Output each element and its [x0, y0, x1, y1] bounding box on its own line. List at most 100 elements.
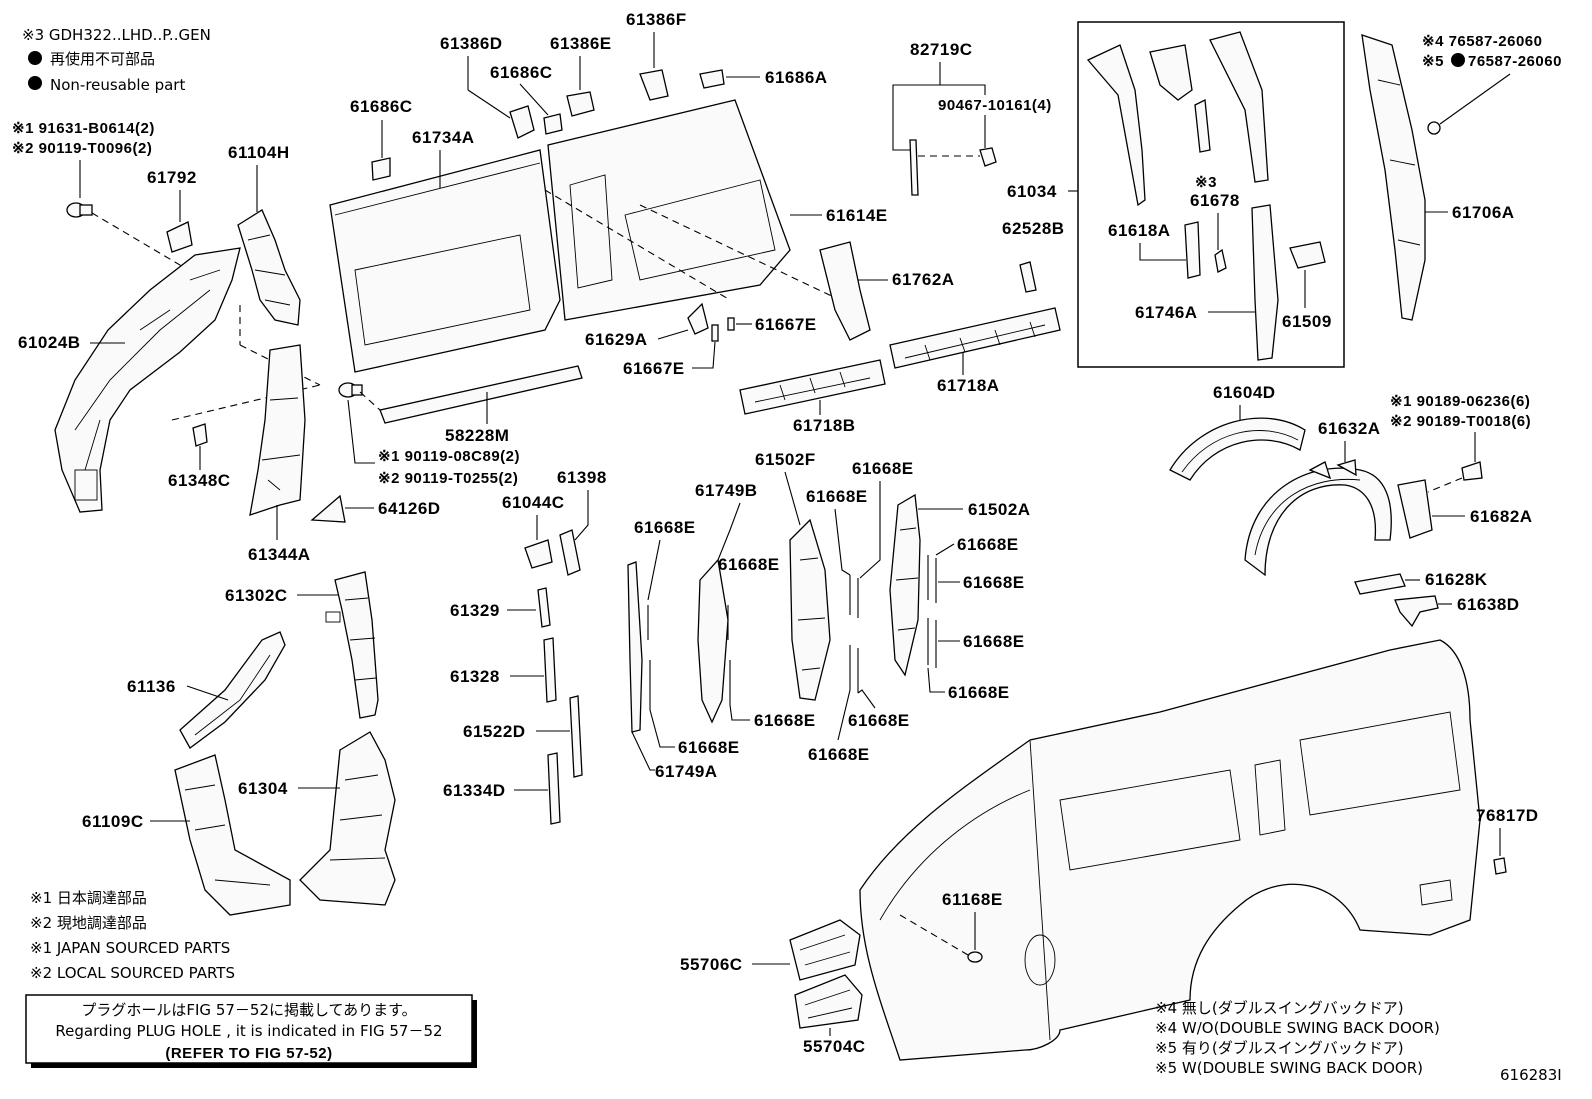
- label-61168E: 61168E: [942, 890, 1003, 909]
- fastener-note: ※2 90119-T0255(2): [378, 470, 518, 487]
- part-61762A: [819, 241, 871, 341]
- part-61628K: [1354, 573, 1406, 595]
- label-61334D: 61334D: [443, 781, 506, 800]
- part-82719C: [909, 139, 997, 196]
- fastener-note: ※2 90189-T0018(6): [1390, 413, 1531, 430]
- legend-line: ※5 W(DOUBLE SWING BACK DOOR): [1155, 1059, 1423, 1077]
- legend-line: ※4 無し(ダブルスイングバックドア): [1155, 999, 1404, 1017]
- footnote: ※1 日本調達部品: [30, 889, 147, 907]
- part-61667E: [711, 324, 719, 342]
- label-61044C: 61044C: [502, 493, 565, 512]
- part-61109C: [174, 754, 291, 916]
- label-61344A: 61344A: [248, 545, 311, 564]
- label-82719C: 82719C: [910, 40, 973, 59]
- header-note-gdh: ※3 GDH322..LHD..P..GEN: [22, 26, 211, 44]
- fastener-note: ※4 76587-26060: [1422, 33, 1543, 50]
- footnote: ※2 LOCAL SOURCED PARTS: [30, 964, 235, 982]
- clip-note: 90467-10161(4): [938, 97, 1052, 114]
- label-61749B: 61749B: [695, 481, 758, 500]
- refer-box-en: Regarding PLUG HOLE , it is indicated in…: [55, 1022, 442, 1040]
- label-61668E: 61668E: [963, 573, 1025, 592]
- refer-box-ref: (REFER TO FIG 57-52): [165, 1045, 332, 1062]
- part-61718B: [739, 359, 886, 415]
- part-55706C: [789, 919, 861, 981]
- label-61136: 61136: [127, 677, 176, 696]
- part-61686A: [699, 69, 725, 89]
- label-61386E: 61386E: [550, 34, 612, 53]
- label-61718A: 61718A: [937, 376, 1000, 395]
- part-61667E: [727, 317, 735, 331]
- label-61668E: 61668E: [678, 738, 740, 757]
- part-61522D: [569, 695, 583, 778]
- part-61304: [299, 731, 396, 906]
- header-note-non-reusable-en: Non-reusable part: [50, 76, 185, 94]
- label-61604D: 61604D: [1213, 383, 1276, 402]
- label-61024B: 61024B: [18, 333, 81, 352]
- label-61109C: 61109C: [82, 812, 144, 831]
- part-vehicle-body: [859, 639, 1481, 1061]
- label-61632A: 61632A: [1318, 419, 1381, 438]
- label-61686C: 61686C: [490, 63, 553, 82]
- part-61344A: [249, 344, 306, 516]
- fastener-note: 76587-26060: [1468, 53, 1562, 70]
- label-61678: 61678: [1190, 191, 1240, 210]
- label-61509: 61509: [1282, 312, 1332, 331]
- label-61668E: 61668E: [718, 555, 780, 574]
- label-61304: 61304: [238, 779, 288, 798]
- part-61618A: [1184, 221, 1201, 279]
- label-61398: 61398: [557, 468, 607, 487]
- label-61502A: 61502A: [968, 500, 1031, 519]
- label-61668E: 61668E: [852, 459, 914, 478]
- label-61628K: 61628K: [1425, 570, 1488, 589]
- strip-61668E-group: [849, 555, 937, 693]
- part-61329: [537, 587, 551, 628]
- label-61638D: 61638D: [1457, 595, 1520, 614]
- footnote: ※2 現地調達部品: [30, 914, 147, 932]
- part-58228M: [379, 365, 583, 424]
- label-61668E: 61668E: [634, 518, 696, 537]
- part-61386E: [566, 91, 595, 117]
- label-58228M: 58228M: [445, 426, 509, 445]
- part-61328: [543, 637, 557, 703]
- part-61502F: [789, 518, 831, 701]
- part-61348C: [192, 423, 208, 447]
- part-61749A: [627, 561, 643, 733]
- part-61632A: [1244, 459, 1392, 577]
- label-61348C: 61348C: [168, 471, 231, 490]
- label-61502F: 61502F: [755, 450, 816, 469]
- bolt-part: [338, 382, 363, 398]
- grommet-part: [1427, 121, 1441, 135]
- label-61686A: 61686A: [765, 68, 828, 87]
- figure-id: 616283I: [1500, 1066, 1562, 1084]
- footnote: ※1 JAPAN SOURCED PARTS: [30, 939, 230, 957]
- label-61668E: 61668E: [963, 632, 1025, 651]
- fastener-note: ※1 91631-B0614(2): [12, 120, 155, 137]
- label-61668E: 61668E: [754, 711, 816, 730]
- label-61792: 61792: [147, 168, 197, 187]
- label-64126D: 64126D: [378, 499, 441, 518]
- label-61386F: 61386F: [626, 10, 687, 29]
- header-note-non-reusable-jp: 再使用不可部品: [50, 50, 155, 68]
- label-61667E: 61667E: [623, 359, 685, 378]
- label-62528B: 62528B: [1002, 219, 1065, 238]
- part-61044C: [524, 539, 553, 569]
- label-61668E: 61668E: [848, 711, 910, 730]
- part-61614E: [547, 99, 791, 321]
- part-61509: [1289, 241, 1326, 269]
- group-box-61034: [1077, 21, 1345, 368]
- part-61792: [166, 221, 193, 253]
- label-76817D: 76817D: [1476, 806, 1539, 825]
- label-55706C: 55706C: [680, 955, 743, 974]
- fastener-note: ※2 90119-T0096(2): [12, 140, 152, 157]
- label-61668E: 61668E: [948, 683, 1010, 702]
- label-61682A: 61682A: [1470, 507, 1533, 526]
- part-61749B: [697, 558, 729, 724]
- non-reusable-dot-icon: [28, 76, 42, 90]
- part-61034-rail: [1209, 31, 1269, 183]
- part-62528B: [1019, 261, 1037, 293]
- label-61718B: 61718B: [793, 416, 856, 435]
- label-61749A: 61749A: [655, 762, 718, 781]
- part-61682A: [1397, 479, 1433, 539]
- part-61034-pillar: [1086, 44, 1146, 207]
- label-61104H: 61104H: [228, 143, 290, 162]
